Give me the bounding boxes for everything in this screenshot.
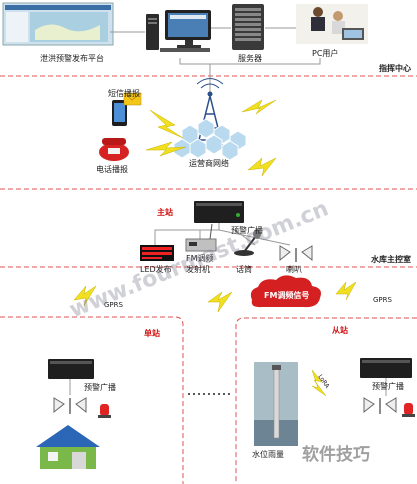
server-icon	[232, 4, 264, 50]
gprs-right-label: GPRS	[373, 296, 392, 304]
lightning-bolts	[73, 99, 357, 397]
tower-pc-icon	[146, 14, 159, 50]
speaker-label: 喇叭	[286, 265, 302, 274]
monitor-icon	[165, 10, 211, 48]
warning-light-icon	[98, 404, 111, 418]
pc-user-label: PC用户	[312, 49, 339, 58]
mic-label: 话筒	[236, 265, 252, 274]
loudspeaker-icon	[279, 245, 313, 262]
envelope-icon	[123, 92, 142, 106]
keyboard-icon	[160, 48, 210, 52]
main-broadcast-device	[194, 201, 244, 223]
fm-transmitter-icon	[185, 223, 217, 252]
fm-label-line2: 发射机	[186, 265, 210, 274]
right-broadcast-label: 预警广播	[372, 382, 404, 391]
operator-network-label: 运营商网络	[189, 159, 229, 168]
fm-signal-cloud	[250, 275, 321, 308]
microphone-icon	[234, 229, 261, 256]
water-gauge-photo	[254, 362, 298, 446]
platform-label: 泄洪预警发布平台	[40, 54, 104, 63]
platform-screenshot	[2, 2, 114, 46]
slave-station-title: 从站	[332, 326, 348, 335]
led-panel-icon	[140, 245, 174, 261]
gprs-left-label: GPRS	[104, 301, 123, 309]
telephone-icon	[99, 138, 129, 161]
phone-label: 电话播报	[96, 165, 128, 174]
slave-station-speaker	[363, 397, 397, 414]
server-label: 服务器	[238, 54, 262, 63]
fm-label-line1: FM调频	[186, 254, 214, 263]
led-label: LED发布	[140, 265, 172, 274]
command-center-label: 指挥中心	[379, 64, 411, 73]
water-gauge-label: 水位雨量	[252, 450, 284, 459]
smartphone-icon	[112, 100, 127, 126]
single-station-speaker	[53, 397, 87, 414]
watermark-tips: 软件技巧	[302, 445, 370, 465]
pc-user-photo	[296, 4, 368, 44]
sms-label: 短信播报	[108, 89, 140, 98]
hexagon-network	[173, 118, 247, 161]
single-station-box	[0, 316, 184, 484]
left-broadcast-label: 预警广播	[84, 383, 116, 392]
slave-station-device	[360, 358, 412, 378]
main-broadcast-label: 预警广播	[231, 226, 263, 235]
reservoir-control-label: 水库主控室	[371, 255, 411, 264]
fm-signal-label: FM调频信号	[264, 291, 310, 300]
slave-station-box	[235, 317, 417, 484]
single-station-device	[48, 359, 94, 379]
house-icon	[36, 425, 100, 469]
slave-warning-light-icon	[402, 403, 415, 417]
single-station-title: 单站	[144, 329, 160, 338]
main-station-title: 主站	[157, 208, 173, 217]
